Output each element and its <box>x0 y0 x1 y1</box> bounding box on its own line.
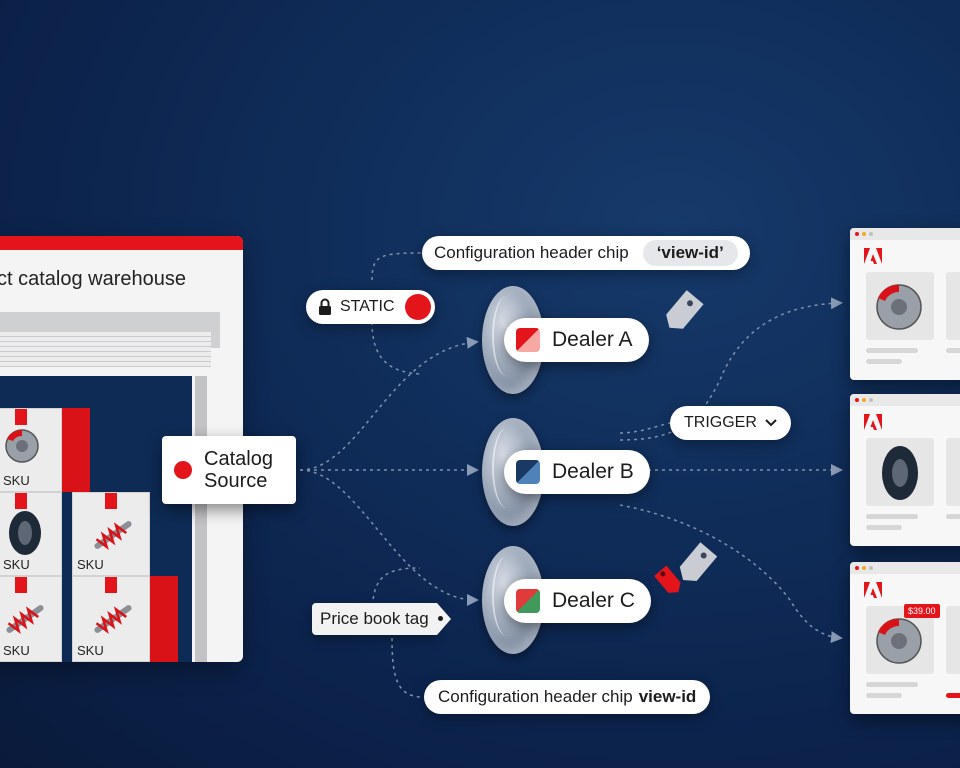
sku-label: SKU <box>77 643 104 658</box>
dealer-c-label: Dealer C <box>552 589 635 612</box>
price-book-tag-chip[interactable]: Price book tag <box>312 603 451 635</box>
price-badge: $39.00 <box>904 604 940 618</box>
brake-disc-icon <box>5 429 39 463</box>
sku-box: SKU <box>0 492 62 576</box>
adobe-logo-icon <box>864 248 882 264</box>
dealer-b-label: Dealer B <box>552 460 634 483</box>
dealer-b-chip[interactable]: Dealer B <box>504 450 650 494</box>
config-chip-bottom-value: view-id <box>638 687 697 706</box>
sku-label: SKU <box>3 557 30 572</box>
catalog-source-line2: Source <box>204 470 268 492</box>
price-tag-icon <box>654 565 681 593</box>
adobe-logo-icon <box>864 582 882 598</box>
warehouse-panel: Product catalog warehouse SKU SKU <box>0 236 243 662</box>
dealer-c-icon <box>516 589 540 613</box>
shock-absorber-icon <box>94 605 132 635</box>
warehouse-topbar <box>0 236 243 250</box>
brake-disc-icon <box>876 618 922 664</box>
config-chip-label: Configuration header chip <box>434 243 629 262</box>
sku-box: SKU <box>72 576 150 662</box>
config-chip-bottom-label: Configuration header chip <box>438 687 633 706</box>
tire-icon <box>882 446 918 500</box>
sku-label: SKU <box>77 557 104 572</box>
source-dot <box>174 461 192 479</box>
storefront-card-b[interactable] <box>850 394 960 546</box>
warehouse-rail <box>195 376 207 662</box>
red-box <box>150 576 178 662</box>
config-chip-value: ‘view-id’ <box>642 240 738 266</box>
trigger-label: TRIGGER <box>684 414 757 431</box>
catalog-source-line1: Catalog <box>204 448 273 470</box>
config-header-chip-bottom[interactable]: Configuration header chip view-id <box>424 680 711 714</box>
shock-absorber-icon <box>94 521 132 551</box>
sku-label: SKU <box>3 473 30 488</box>
red-box <box>62 408 90 492</box>
shock-absorber-icon <box>6 605 44 635</box>
dealer-a-label: Dealer A <box>552 328 633 351</box>
shutter-blinds <box>0 332 211 612</box>
static-chip[interactable]: STATIC <box>306 290 435 324</box>
sku-box: SKU <box>0 576 62 662</box>
dealer-b-icon <box>516 460 540 484</box>
brake-disc-icon <box>876 284 922 330</box>
static-status-dot <box>404 294 431 320</box>
sku-label: SKU <box>3 643 30 658</box>
sku-box: SKU <box>72 492 150 576</box>
tire-icon <box>9 511 41 555</box>
dealer-a-chip[interactable]: Dealer A <box>504 318 649 362</box>
trigger-chip[interactable]: TRIGGER <box>670 406 791 440</box>
storefront-card-a[interactable] <box>850 228 960 380</box>
sku-box: SKU <box>0 408 62 492</box>
chevron-down-icon <box>765 419 777 427</box>
storefront-card-c[interactable]: $39.00 <box>850 562 960 714</box>
catalog-source-node[interactable]: Catalog Source <box>162 436 296 504</box>
config-header-chip-top[interactable]: Configuration header chip ‘view-id’ <box>422 236 750 270</box>
adobe-logo-icon <box>864 414 882 430</box>
dealer-a-icon <box>516 328 540 352</box>
lock-icon <box>319 298 331 315</box>
price-book-label: Price book tag <box>320 609 429 628</box>
warehouse-title: Product catalog warehouse <box>0 268 186 290</box>
static-label: STATIC <box>340 298 395 315</box>
price-tag-icon <box>679 542 718 581</box>
dealer-c-chip[interactable]: Dealer C <box>504 579 651 623</box>
price-tag-icon <box>666 290 704 329</box>
